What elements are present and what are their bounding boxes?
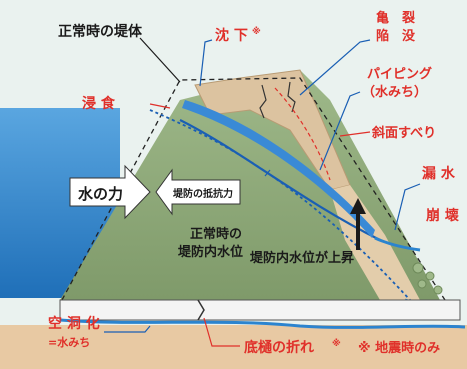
leak-flow <box>374 236 421 252</box>
label-cavity-line1: 空 洞 化 <box>48 315 100 332</box>
normal-levee-outline <box>61 77 446 301</box>
debris-2 <box>425 271 435 281</box>
label-culvert-break: 底樋の折れ <box>244 339 314 356</box>
label-normal-water-line2: 堤防内水位 <box>178 244 243 260</box>
label-culvert-mark: ※ <box>332 338 341 349</box>
normal-seepage-line <box>179 119 381 241</box>
leader-leakage <box>394 183 421 231</box>
label-normal-water-line1: 正常時の <box>190 226 242 242</box>
label-cavity-line2: =水みち <box>48 335 90 349</box>
culvert-pipe <box>59 299 461 321</box>
piping-channel <box>182 100 375 238</box>
leader-slope-slide <box>339 131 371 137</box>
label-levee-resistance: 堤防の抵抗力 <box>173 187 233 200</box>
label-earthquake-note: ※ 地震時のみ <box>358 340 440 356</box>
cavity-channel <box>59 318 466 329</box>
crack-2 <box>287 81 296 113</box>
resistance-arrow <box>155 168 241 216</box>
levee-body <box>60 70 440 300</box>
debris-3 <box>417 279 427 289</box>
water-rise-arrow-head <box>350 198 366 214</box>
label-piping-line1: パイピング <box>367 66 432 82</box>
label-crack-line2: 陥 没 <box>376 28 416 44</box>
label-slope-slide: 斜面すべり <box>371 125 436 141</box>
leader-culvert <box>203 317 240 347</box>
label-water-force: 水の力 <box>78 185 123 203</box>
label-subsidence-mark: ※ <box>252 26 261 37</box>
label-erosion: 浸 食 <box>82 95 116 112</box>
water-force-arrow <box>69 164 151 220</box>
label-piping-line2: （水みち） <box>362 84 427 100</box>
crack-1 <box>259 84 267 119</box>
label-subsidence: 沈 下 <box>215 27 248 44</box>
leader-normal-levee <box>139 37 181 83</box>
label-crack-line1: 亀 裂 <box>376 10 416 26</box>
leader-crack <box>299 39 371 96</box>
debris-4 <box>433 285 443 295</box>
label-leakage: 漏 水 <box>422 165 456 182</box>
leader-normal-water <box>264 169 271 177</box>
leader-piping <box>319 91 361 171</box>
label-water-rise: 堤防内水位が上昇 <box>250 250 354 266</box>
leader-cavity <box>104 325 151 333</box>
debris-1 <box>412 262 424 274</box>
leader-subsidence <box>199 39 213 87</box>
label-normal-levee: 正常時の堤体 <box>58 23 143 40</box>
ground <box>0 325 467 369</box>
label-collapse: 崩 壊 <box>426 207 460 224</box>
raised-seepage-line <box>149 109 411 301</box>
culvert-crack <box>197 299 205 321</box>
leader-erosion <box>149 103 171 109</box>
